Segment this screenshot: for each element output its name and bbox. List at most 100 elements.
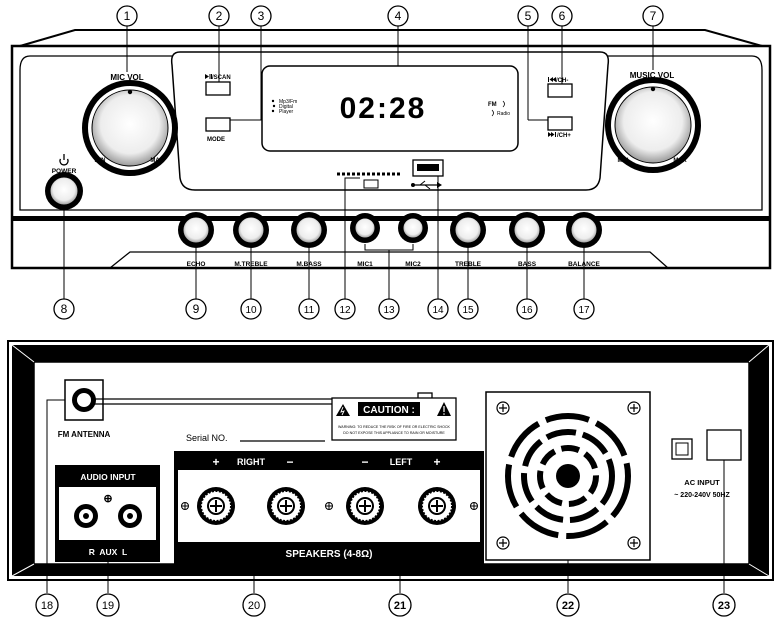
callout-9: 9 xyxy=(193,302,200,316)
callout-5: 5 xyxy=(525,9,532,23)
callout-8: 8 xyxy=(61,302,68,316)
screw-icon xyxy=(181,502,478,510)
music-vol-min-label: MIN xyxy=(618,158,629,164)
balance-knob[interactable] xyxy=(566,212,602,248)
ac-input-voltage: ~ 220-240V 50HZ xyxy=(674,492,730,499)
mode-indicator-dot xyxy=(271,109,275,113)
speaker-left-label: LEFT xyxy=(390,457,413,467)
mic1-jack[interactable] xyxy=(350,213,380,243)
callout-11: 11 xyxy=(304,305,315,316)
mode-indicator-digital: Digital xyxy=(279,104,293,110)
radio-indicator: Radio xyxy=(497,111,510,117)
mic-vol-knob[interactable] xyxy=(82,80,178,176)
callout-3: 3 xyxy=(258,9,265,23)
audio-input-channel-label: R AUX L xyxy=(89,547,127,557)
audio-input-title: AUDIO INPUT xyxy=(80,472,136,482)
power-label: POWER xyxy=(52,168,77,175)
callout-20: 20 xyxy=(248,600,260,612)
speaker-right-label: RIGHT xyxy=(237,457,266,467)
m-treble-knob[interactable] xyxy=(233,212,269,248)
music-vol-knob[interactable] xyxy=(605,77,701,173)
usb-port[interactable] xyxy=(412,159,444,177)
previous-track-icon xyxy=(548,77,556,82)
music-vol-label: MUSIC VOL xyxy=(630,71,675,80)
front-panel xyxy=(10,29,772,270)
cooling-fan-grille xyxy=(485,391,651,561)
speaker-right-plus: + xyxy=(212,455,219,469)
callout-14: 14 xyxy=(432,305,444,316)
mode-indicator-dot xyxy=(271,99,275,103)
speaker-left-plus: + xyxy=(433,455,440,469)
mode-indicator-dot xyxy=(272,104,276,108)
exclamation-warning-icon xyxy=(437,402,451,416)
play-pause-icon xyxy=(205,74,212,79)
radio-wave-icon xyxy=(491,100,505,117)
fm-antenna-label: FM ANTENNA xyxy=(58,430,111,439)
callout-23: 23 xyxy=(718,600,730,612)
play-scan-button[interactable] xyxy=(205,81,231,96)
fm-antenna-socket[interactable] xyxy=(64,379,104,421)
ac-input-label: AC INPUT xyxy=(684,478,720,487)
mic2-label: MIC2 xyxy=(405,261,421,268)
callout-15: 15 xyxy=(462,305,474,316)
mode-indicator-mp3: Mp3/Fm xyxy=(279,99,297,105)
rear-panel xyxy=(7,340,774,581)
next-ch-button[interactable] xyxy=(547,116,573,131)
speaker-terminal-right-negative[interactable] xyxy=(267,487,305,525)
mode-button[interactable] xyxy=(205,117,231,132)
audio-input-ground-symbol: ⊕ xyxy=(103,493,112,505)
prev-ch-button[interactable] xyxy=(547,83,573,98)
speaker-terminal-left-positive[interactable] xyxy=(418,487,456,525)
callout-18: 18 xyxy=(41,600,53,612)
rear-leader-lines xyxy=(46,399,725,593)
caution-title: CAUTION : xyxy=(363,405,415,416)
fm-indicator: FM xyxy=(488,102,497,108)
mode-label: MODE xyxy=(207,137,225,143)
mic-vol-min-label: MIN xyxy=(95,158,106,164)
speaker-terminal-left-negative[interactable] xyxy=(346,487,384,525)
callout-2: 2 xyxy=(216,9,223,23)
speaker-terminal-right-positive[interactable] xyxy=(197,487,235,525)
mic-vol-max-label: MAX xyxy=(150,158,163,164)
callout-19: 19 xyxy=(102,600,114,612)
m-bass-knob[interactable] xyxy=(291,212,327,248)
next-track-icon xyxy=(548,132,556,137)
caution-line-2: DO NOT EXPOSE THIS APPLIANCE TO RAIN OR … xyxy=(343,431,445,435)
callout-1: 1 xyxy=(124,9,131,23)
callout-7: 7 xyxy=(650,9,657,23)
ac-power-switch[interactable] xyxy=(671,438,693,460)
mic1-label: MIC1 xyxy=(357,261,373,268)
echo-knob[interactable] xyxy=(178,212,214,248)
mode-indicator-player: Player xyxy=(279,109,294,115)
sd-card-slot[interactable] xyxy=(337,172,400,189)
display-time: 02:28 xyxy=(340,92,427,125)
callout-6: 6 xyxy=(559,9,566,23)
caution-label-box xyxy=(331,397,457,441)
music-vol-max-label: MAX xyxy=(673,158,686,164)
aux-input-right-jack[interactable] xyxy=(74,504,98,528)
mic2-jack[interactable] xyxy=(398,213,428,243)
caution-line-1: WARNING: TO REDUCE THE RISK OF FIRE OR E… xyxy=(338,425,450,429)
callout-22: 22 xyxy=(562,600,574,612)
aux-input-left-jack[interactable] xyxy=(118,504,142,528)
callout-10: 10 xyxy=(245,305,257,316)
front-callouts xyxy=(53,5,664,320)
speaker-right-minus: − xyxy=(286,455,293,469)
electric-shock-warning-icon xyxy=(336,404,350,416)
power-button[interactable] xyxy=(45,172,83,210)
callout-4: 4 xyxy=(395,9,402,23)
rear-callouts xyxy=(35,593,736,617)
callout-21: 21 xyxy=(394,600,406,612)
play-scan-label: /SCAN xyxy=(212,75,231,81)
power-icon xyxy=(59,154,69,166)
callout-12: 12 xyxy=(339,305,351,316)
bass-knob[interactable] xyxy=(509,212,545,248)
speakers-impedance-label: SPEAKERS (4-8Ω) xyxy=(286,549,373,560)
callout-17: 17 xyxy=(578,305,590,316)
mic-vol-label: MIC VOL xyxy=(110,73,143,82)
ac-power-cord-socket xyxy=(706,429,742,461)
serial-number-label: Serial NO. xyxy=(186,433,228,443)
treble-knob[interactable] xyxy=(450,212,486,248)
